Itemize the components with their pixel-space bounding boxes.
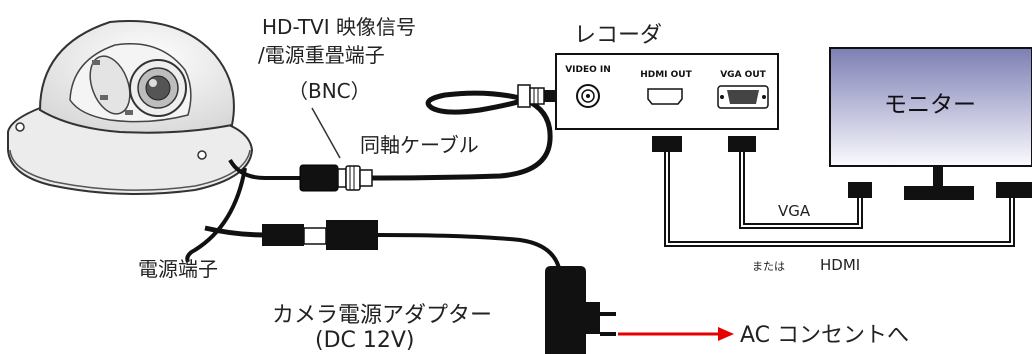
hdmi-label: HDMI xyxy=(820,256,860,274)
signal-label-line1: HD-TVI 映像信号 xyxy=(262,15,416,39)
hdmi-out-port xyxy=(647,88,683,105)
monitor-stand xyxy=(904,186,974,200)
hdmi-out-label: HDMI OUT xyxy=(640,70,692,80)
monitor: モニター xyxy=(829,47,1032,200)
vga-plug-recorder xyxy=(728,136,756,152)
dc-power-connector xyxy=(262,220,378,250)
vga-out-label: VGA OUT xyxy=(720,70,766,80)
coax-cable xyxy=(371,90,553,181)
outlet-label: AC コンセントへ xyxy=(740,323,909,348)
adapter-label-line1: カメラ電源アダプター xyxy=(272,303,492,328)
monitor-label: モニター xyxy=(884,92,976,118)
power-adapter xyxy=(545,266,616,354)
or-label: または xyxy=(752,260,785,273)
hdmi-plug-recorder xyxy=(652,136,682,152)
signal-label-line3: （BNC） xyxy=(288,79,371,103)
video-in-label: VIDEO IN xyxy=(565,65,611,75)
recorder-title: レコーダ xyxy=(574,23,662,48)
vga-plug-monitor xyxy=(848,182,872,198)
signal-label-line2: /電源重畳端子 xyxy=(258,43,385,67)
recorder: VIDEO IN HDMI OUT VGA OUT xyxy=(555,53,779,130)
monitor-screen xyxy=(829,47,1032,167)
adapter-cable xyxy=(377,233,562,290)
outlet-arrow xyxy=(618,327,734,341)
bnc-connector-recorder xyxy=(517,84,556,108)
power-terminal-label: 電源端子 xyxy=(138,257,218,281)
signal-leader-line xyxy=(311,107,341,159)
bnc-connector-camera xyxy=(299,164,373,192)
coax-cable-label: 同軸ケーブル xyxy=(360,133,479,157)
dome-camera xyxy=(7,20,254,195)
hdmi-plug-monitor xyxy=(996,182,1032,198)
adapter-label-line2: (DC 12V) xyxy=(315,328,415,353)
vga-label: VGA xyxy=(778,202,811,220)
